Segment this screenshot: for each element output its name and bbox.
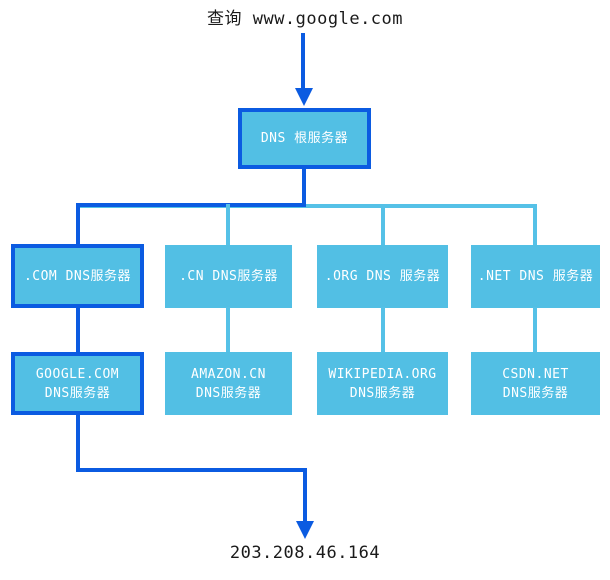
auth-wikipedia-box: WIKIPEDIA.ORG DNS服务器 <box>317 352 448 415</box>
tld-net-label: .NET DNS 服务器 <box>477 269 594 284</box>
root-dns-server-label: DNS 根服务器 <box>260 131 349 146</box>
tld-com-label: .COM DNS服务器 <box>23 268 132 284</box>
tld-cn-label: .CN DNS服务器 <box>179 269 278 284</box>
auth-amazon-box: AMAZON.CN DNS服务器 <box>165 352 292 415</box>
root-down-connector <box>302 169 306 206</box>
net-auth-connector <box>533 307 537 352</box>
tld-org-box: .ORG DNS 服务器 <box>317 245 448 308</box>
tld-cn-box: .CN DNS服务器 <box>165 245 292 308</box>
drop-net-connector <box>533 204 537 245</box>
result-down-connector <box>76 415 80 471</box>
auth-amazon-line1: AMAZON.CN <box>191 366 266 382</box>
com-auth-connector <box>76 308 80 352</box>
auth-wikipedia-line2: DNS服务器 <box>349 385 416 401</box>
query-label: 查询 www.google.com <box>206 9 404 29</box>
auth-csdn-line2: DNS服务器 <box>502 385 569 401</box>
auth-csdn-line1: CSDN.NET <box>502 366 569 382</box>
tld-net-box: .NET DNS 服务器 <box>471 245 600 308</box>
result-ip-label: 203.208.46.164 <box>229 543 381 563</box>
query-arrow-line <box>301 33 305 90</box>
result-horizontal-connector <box>76 468 307 472</box>
root-dns-server-box: DNS 根服务器 <box>238 108 371 169</box>
org-auth-connector <box>381 307 385 352</box>
cn-auth-connector <box>226 307 230 352</box>
auth-csdn-box: CSDN.NET DNS服务器 <box>471 352 600 415</box>
query-arrowhead-icon <box>295 88 313 106</box>
auth-google-box: GOOGLE.COM DNS服务器 <box>11 352 144 415</box>
branch-rail-light <box>77 204 537 208</box>
tld-com-box: .COM DNS服务器 <box>11 244 144 308</box>
drop-org-connector <box>381 204 385 245</box>
result-arrow-line <box>303 468 307 523</box>
auth-google-line1: GOOGLE.COM <box>35 366 120 382</box>
result-arrowhead-icon <box>296 521 314 539</box>
auth-wikipedia-line1: WIKIPEDIA.ORG <box>328 366 437 382</box>
drop-com-connector <box>76 203 80 245</box>
auth-amazon-line2: DNS服务器 <box>195 385 262 401</box>
branch-rail-highlight <box>76 203 306 207</box>
tld-org-label: .ORG DNS 服务器 <box>324 269 441 284</box>
auth-google-line2: DNS服务器 <box>44 385 111 401</box>
drop-cn-connector <box>226 204 230 245</box>
